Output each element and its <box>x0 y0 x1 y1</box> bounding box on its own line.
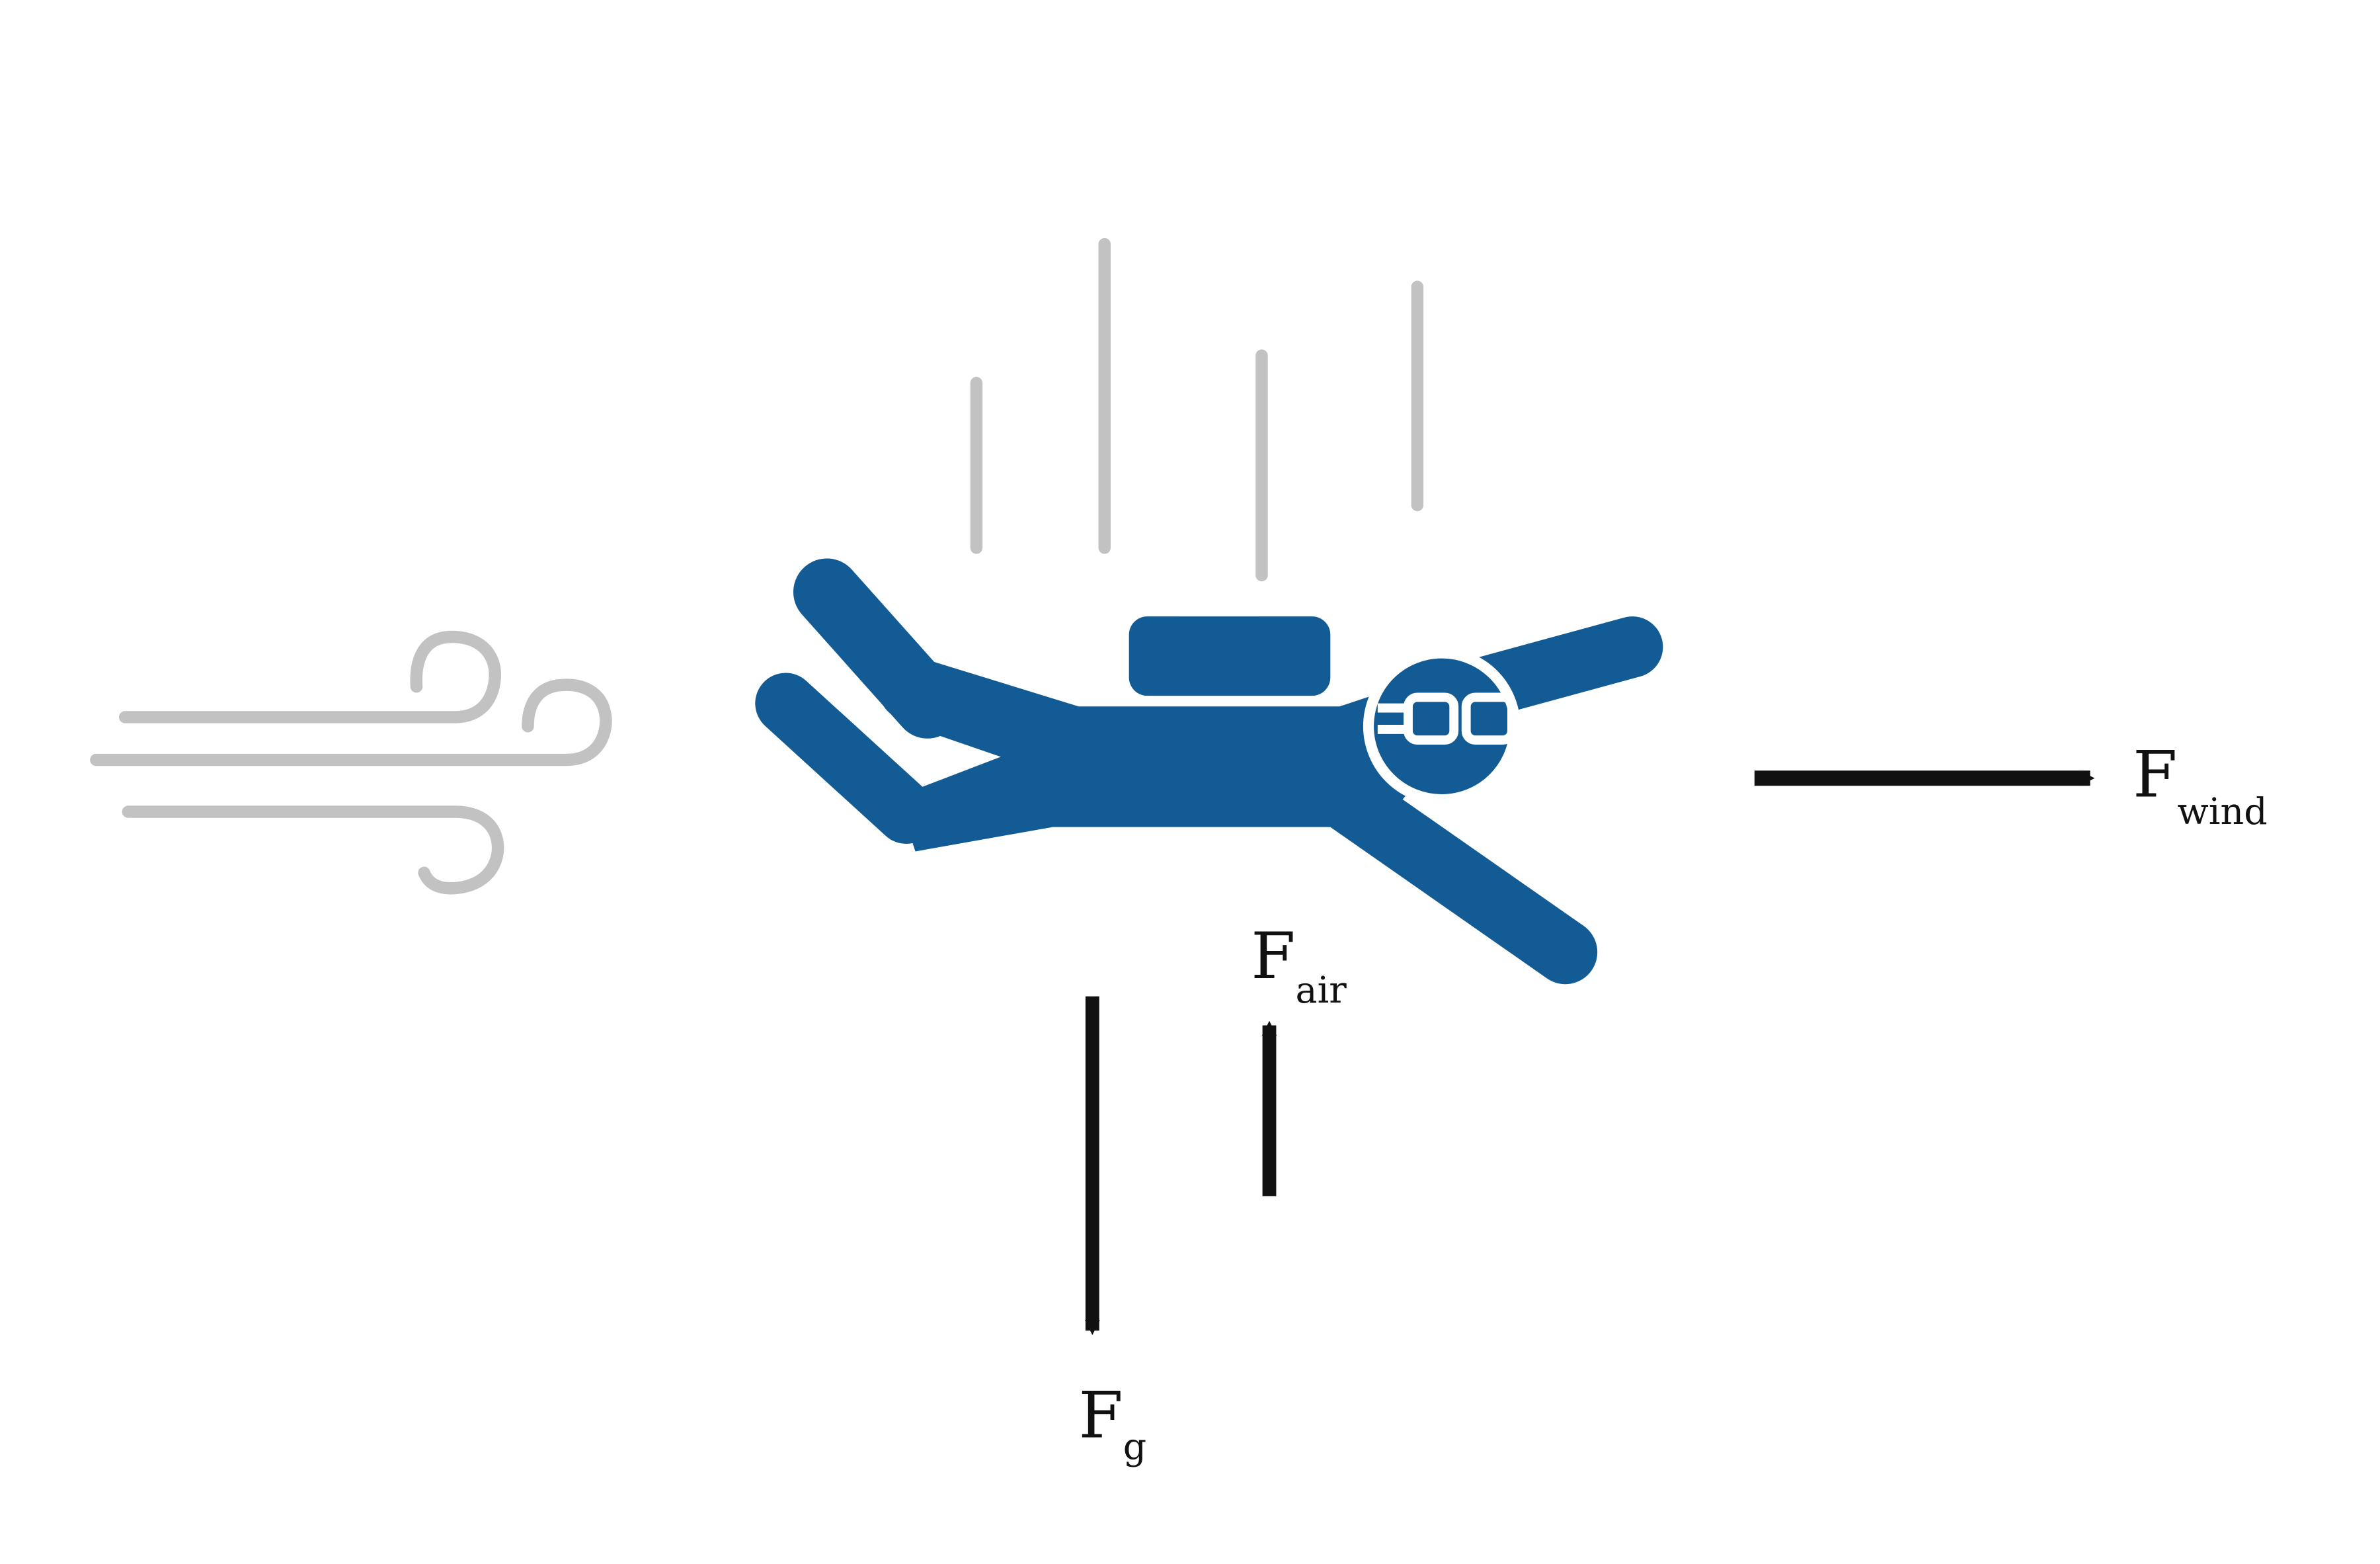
gravity-force-symbol: F <box>1079 1378 1123 1453</box>
wind-force-label: Fwind <box>2133 737 2268 833</box>
air-force-subscript: air <box>1296 969 1347 1012</box>
goggles-icon <box>1377 692 1517 745</box>
skydiver-icon <box>755 558 1663 985</box>
wind-force-symbol: F <box>2133 737 2177 811</box>
skydiver-backpack <box>1129 616 1331 696</box>
air-force-label: Fair <box>1251 919 1347 1012</box>
wind-gust-icon <box>90 630 612 895</box>
skydiver-leg-right <box>1310 764 1598 985</box>
wind-force-subscript: wind <box>2177 791 2267 833</box>
falling-motion-lines <box>970 237 1424 582</box>
air-force-symbol: F <box>1251 919 1295 993</box>
skydiver-leg-left <box>755 673 937 844</box>
gravity-force-subscript: g <box>1123 1426 1146 1468</box>
wind-line-top <box>119 630 501 723</box>
wind-line-bottom <box>122 805 504 895</box>
gravity-force-label: Fg <box>1079 1378 1147 1468</box>
wind-line-middle <box>90 679 612 766</box>
